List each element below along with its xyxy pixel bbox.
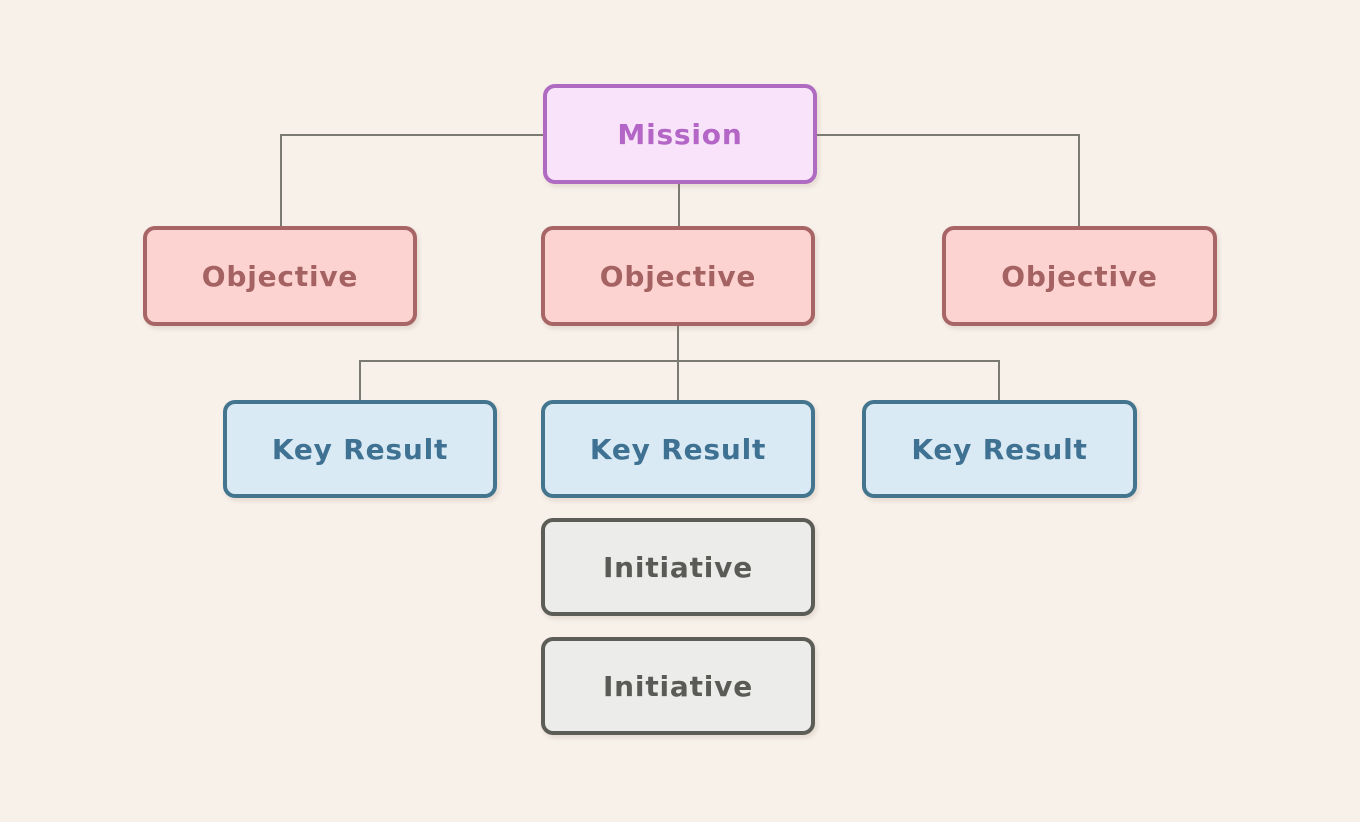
node-mission: Mission <box>543 84 817 184</box>
node-keyresult-3: Key Result <box>862 400 1137 498</box>
node-initiative-2-label: Initiative <box>602 669 754 703</box>
connector-mission-to-objective-3-horizontal <box>817 134 1080 136</box>
connector-mission-to-objective-3-vertical <box>1078 134 1080 226</box>
node-initiative-1-label: Initiative <box>602 550 754 584</box>
node-keyresult-2-label: Key Result <box>589 432 767 466</box>
node-keyresult-1-label: Key Result <box>271 432 449 466</box>
node-objective-2-label: Objective <box>599 259 757 293</box>
node-objective-1-label: Objective <box>201 259 359 293</box>
connector-bus-to-keyresult-1 <box>359 360 361 400</box>
connector-bus-to-keyresult-3 <box>998 360 1000 400</box>
node-objective-2: Objective <box>541 226 815 326</box>
node-objective-1: Objective <box>143 226 417 326</box>
node-initiative-1: Initiative <box>541 518 815 616</box>
connector-keyresults-bus <box>360 360 1000 362</box>
node-keyresult-3-label: Key Result <box>911 432 1088 466</box>
node-mission-label: Mission <box>617 117 743 151</box>
connector-objective-2-to-keyresult-2 <box>677 326 679 400</box>
node-keyresult-1: Key Result <box>223 400 497 498</box>
node-objective-3: Objective <box>942 226 1217 326</box>
connector-mission-to-objective-2 <box>678 184 680 226</box>
connector-mission-to-objective-1-vertical <box>280 134 282 226</box>
node-initiative-2: Initiative <box>541 637 815 735</box>
connector-mission-to-objective-1-horizontal <box>281 134 543 136</box>
node-objective-3-label: Objective <box>1001 259 1158 293</box>
node-keyresult-2: Key Result <box>541 400 815 498</box>
